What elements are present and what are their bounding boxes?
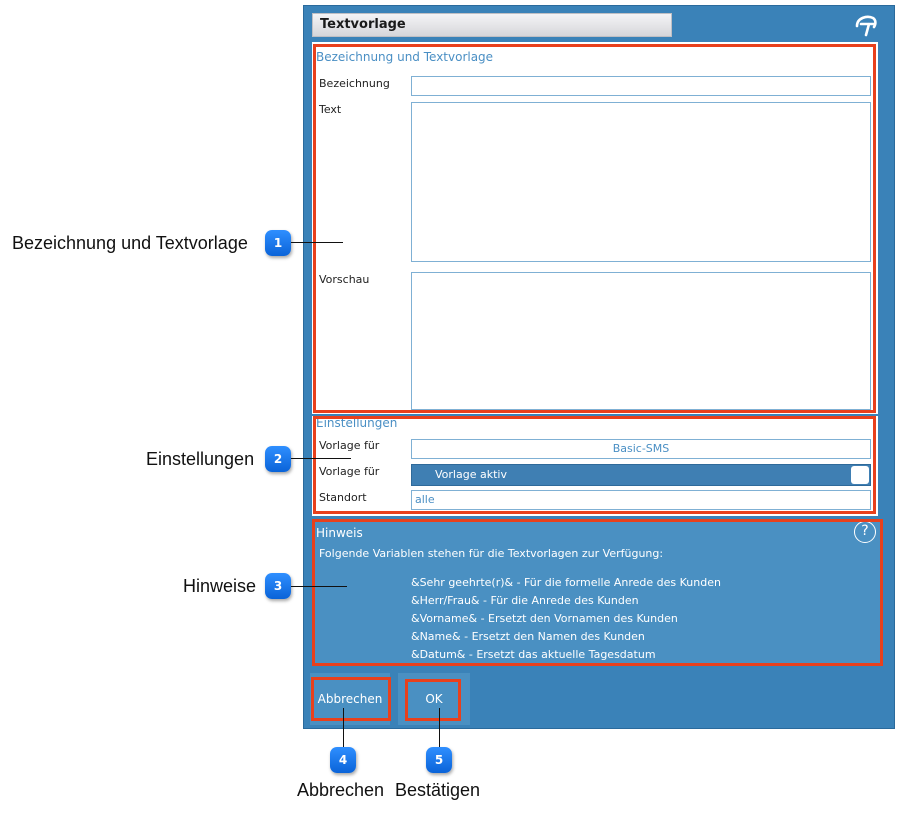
- callout-line-3: [291, 586, 347, 587]
- vorlage-type-select[interactable]: Basic-SMS: [411, 439, 871, 459]
- standort-label: Standort: [319, 491, 367, 504]
- vorlage-aktiv-toggle[interactable]: [411, 464, 871, 486]
- text-label: Text: [319, 103, 342, 116]
- callout-badge-3: 3: [265, 573, 291, 599]
- bezeichnung-input[interactable]: [411, 76, 871, 96]
- callout-badge-4: 4: [330, 747, 356, 773]
- vorschau-textarea[interactable]: [411, 272, 871, 410]
- section-title-bezeichnung: Bezeichnung und Textvorlage: [316, 50, 494, 64]
- hint-title: Hinweis: [316, 526, 363, 540]
- hint-line: &Vorname& - Ersetzt den Vornamen des Kun…: [411, 612, 678, 625]
- highlight-box-2: [313, 416, 876, 514]
- callout-badge-2: 2: [265, 446, 291, 472]
- callout-badge-5: 5: [426, 747, 452, 773]
- dialog-title: Textvorlage: [320, 17, 406, 32]
- bezeichnung-label: Bezeichnung: [319, 77, 390, 90]
- callout-text-2: Einstellungen: [146, 449, 255, 469]
- standort-select[interactable]: alle: [411, 490, 871, 510]
- vorlage-aktiv-checkbox[interactable]: [851, 466, 869, 484]
- section-title-einstellungen: Einstellungen: [316, 416, 398, 430]
- highlight-box-4: [311, 677, 391, 721]
- callout-line-5: [439, 708, 440, 748]
- callout-line-2: [291, 458, 351, 459]
- hint-line: &Herr/Frau& - Für die Anrede des Kunden: [411, 594, 639, 607]
- hint-intro: Folgende Variablen stehen für die Textvo…: [319, 547, 664, 560]
- dialog-titlebar: [312, 13, 672, 37]
- callout-text-1: Bezeichnung und Textvorlage: [12, 233, 248, 253]
- hint-line: &Sehr geehrte(r)& - Für die formelle Anr…: [411, 576, 721, 589]
- text-textarea[interactable]: [411, 102, 871, 262]
- highlight-box-3: [312, 519, 883, 666]
- highlight-box-1: [313, 44, 876, 413]
- callout-text-5: Bestätigen: [395, 780, 481, 800]
- vorschau-label: Vorschau: [319, 273, 370, 286]
- vorlage-aktiv-label: Vorlage aktiv: [435, 468, 507, 481]
- hint-line: &Datum& - Ersetzt das aktuelle Tagesdatu…: [411, 648, 656, 661]
- panel-hinweis: [312, 519, 882, 666]
- highlight-box-5: [405, 679, 461, 721]
- brand-logo-icon: [855, 15, 877, 37]
- callout-line-4: [343, 708, 344, 748]
- callout-badge-1: 1: [265, 230, 291, 256]
- callout-text-3: Hinweise: [183, 576, 257, 596]
- cancel-button[interactable]: Abbrechen: [310, 673, 390, 725]
- callout-text-4: Abbrechen: [297, 780, 385, 800]
- callout-line-1: [291, 242, 343, 243]
- vorlage-fuer-label: Vorlage für: [319, 439, 380, 452]
- vorlage-fuer-label-2: Vorlage für: [319, 465, 380, 478]
- hint-line: &Name& - Ersetzt den Namen des Kunden: [411, 630, 645, 643]
